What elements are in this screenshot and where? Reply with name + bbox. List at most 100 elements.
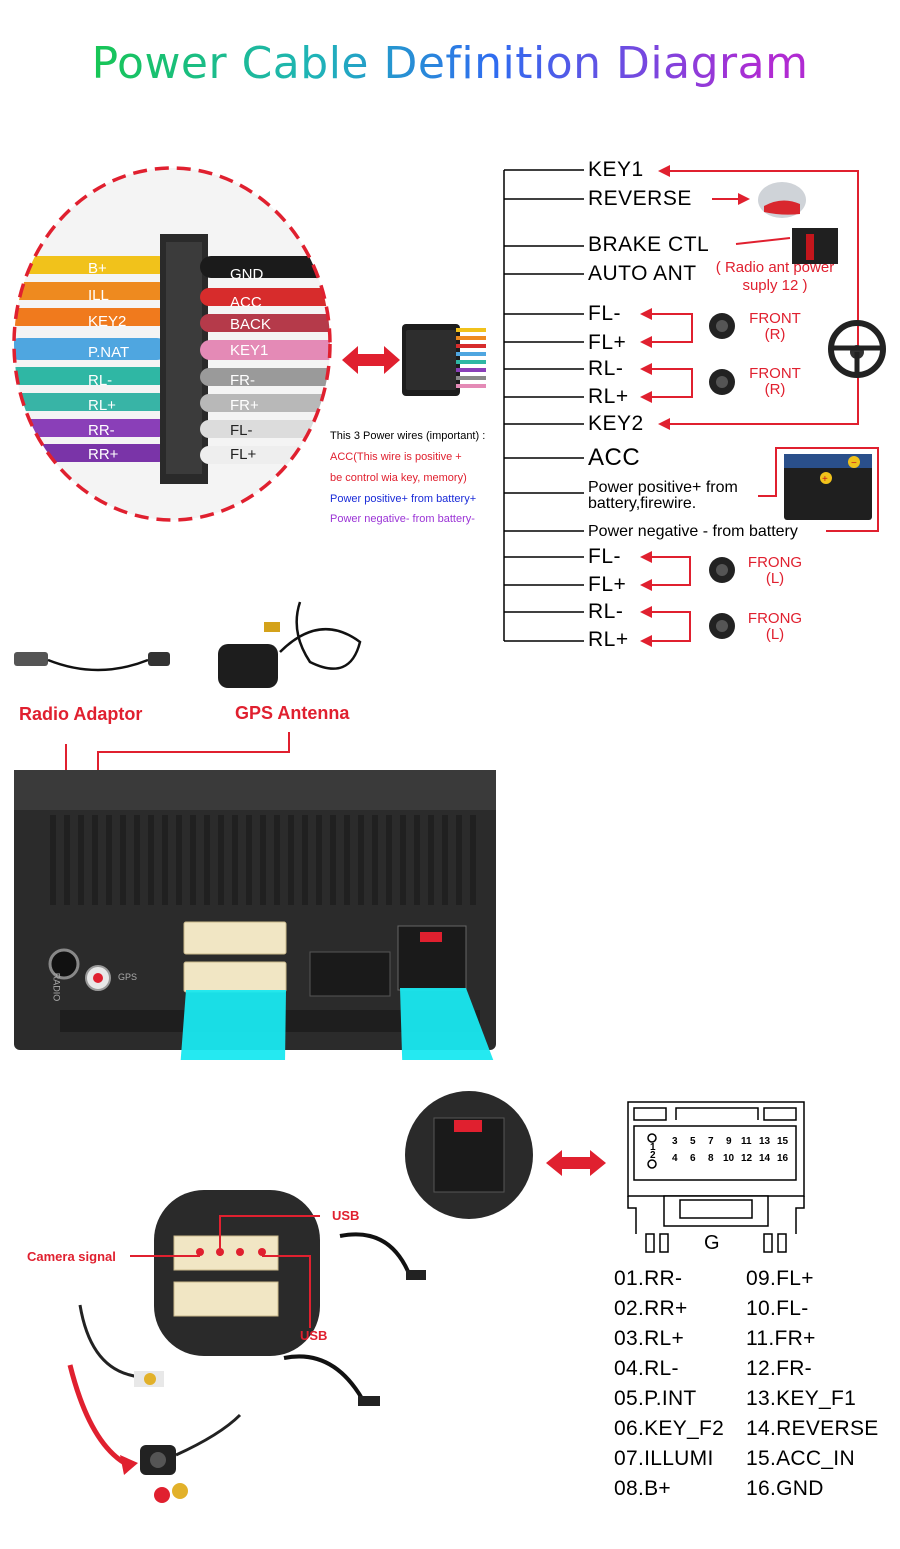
- gps-antenna-image: [210, 592, 370, 697]
- harness-label-back: BACK: [230, 316, 271, 333]
- pin-num-14: 14: [759, 1153, 771, 1164]
- wire-rl-plus-2: RL+: [588, 628, 629, 651]
- speaker-icon-4: [709, 613, 735, 639]
- pin-def-15: 15.ACC_IN: [746, 1447, 855, 1470]
- pin-num-6: 6: [690, 1153, 696, 1164]
- pin-num-1: 1: [650, 1142, 656, 1153]
- harness-label-rl-plus: RL+: [88, 397, 116, 414]
- pin-num-2: 2: [650, 1150, 656, 1161]
- pin-def-03: 03.RL+: [614, 1327, 685, 1350]
- pin-num-8: 8: [708, 1153, 714, 1164]
- pin-def-01: 01.RR-: [614, 1267, 683, 1290]
- gps-antenna-label: GPS Antenna: [235, 703, 350, 723]
- harness-label-rl-minus: RL-: [88, 372, 113, 389]
- harness-label-gnd: GND: [230, 266, 264, 283]
- zoom-leaders: [0, 1200, 360, 1365]
- usb-label-2: USB: [300, 1328, 328, 1343]
- connector-diagram: [624, 1100, 808, 1265]
- car-taillight-icon: [758, 182, 806, 218]
- gps-port-label: GPS: [118, 972, 138, 982]
- note-acc-2: be control wia key, memory): [330, 472, 467, 484]
- double-arrow-icon-2: [546, 1148, 606, 1183]
- pin-num-7: 7: [708, 1136, 714, 1147]
- harness-label-rr-minus: RR-: [88, 422, 115, 439]
- harness-label-fl-minus: FL-: [230, 422, 253, 439]
- harness-label-pnat: P.NAT: [88, 344, 130, 361]
- battery-icon: + −: [784, 454, 872, 520]
- wire-reverse: REVERSE: [588, 187, 692, 210]
- usb-cable-2: [274, 1348, 384, 1417]
- pin-num-5: 5: [690, 1136, 696, 1147]
- pin-def-07: 07.ILLUMI: [614, 1447, 714, 1470]
- pin-num-13: 13: [759, 1136, 771, 1147]
- usb-cable-1: [330, 1226, 430, 1291]
- wire-power-positive: Power positive+ from battery,firewire.: [588, 479, 738, 512]
- speaker-label-front-r-1: FRONT (R): [749, 310, 801, 343]
- note-positive: Power positive+ from battery+: [330, 493, 477, 505]
- harness-closeup: [8, 162, 336, 526]
- speaker-icon-1: [709, 313, 735, 339]
- pin-def-06: 06.KEY_F2: [614, 1417, 725, 1440]
- note-negative: Power negative- from battery-: [330, 513, 475, 525]
- wire-auto-ant: AUTO ANT: [588, 262, 697, 285]
- harness-label-key1: KEY1: [230, 342, 269, 359]
- pin-def-12: 12.FR-: [746, 1357, 812, 1380]
- harness-closeup-graphic: [12, 166, 332, 522]
- pin-def-10: 10.FL-: [746, 1297, 809, 1320]
- harness-label-acc: ACC: [230, 294, 262, 311]
- wire-fl-minus-2: FL-: [588, 545, 621, 568]
- speaker-icon-3: [709, 557, 735, 583]
- wire-rl-minus-2: RL-: [588, 600, 624, 623]
- connector-g-label: G: [704, 1232, 720, 1254]
- wire-fl-plus-2: FL+: [588, 573, 627, 596]
- usb-label-1: USB: [332, 1208, 360, 1223]
- wire-rl-plus-1: RL+: [588, 385, 629, 408]
- radio-port-label: RADIO: [51, 972, 62, 1002]
- steering-wheel-icon: [828, 320, 886, 378]
- pin-list-left: 01.RR- 02.RR+ 03.RL+ 04.RL- 05.P.INT 06.…: [614, 1264, 724, 1504]
- pin-def-16: 16.GND: [746, 1477, 824, 1500]
- harness-label-b-plus: B+: [88, 260, 107, 277]
- harness-label-fl-plus: FL+: [230, 446, 257, 463]
- harness-label-fr-minus: FR-: [230, 372, 255, 389]
- pin-list-right: 09.FL+ 10.FL- 11.FR+ 12.FR- 13.KEY_F1 14…: [746, 1264, 879, 1504]
- wire-fl-minus-1: FL-: [588, 302, 621, 325]
- harness-label-ill: ILL: [88, 287, 109, 304]
- pin-def-05: 05.P.INT: [614, 1387, 697, 1410]
- svg-text:+: +: [822, 474, 828, 485]
- wire-power-negative: Power negative - from battery: [588, 523, 798, 540]
- pin-num-3: 3: [672, 1136, 678, 1147]
- pin-num-16: 16: [777, 1153, 789, 1164]
- pin-def-14: 14.REVERSE: [746, 1417, 879, 1440]
- main-connector-zoom: [154, 1190, 324, 1361]
- harness-label-key2: KEY2: [88, 313, 127, 330]
- wire-fl-plus-1: FL+: [588, 331, 627, 354]
- pin-def-13: 13.KEY_F1: [746, 1387, 857, 1410]
- pin-num-10: 10: [723, 1153, 735, 1164]
- pin-num-9: 9: [726, 1136, 732, 1147]
- aux-connector-zoom: [404, 1090, 534, 1225]
- harness-label-fr-plus: FR+: [230, 397, 259, 414]
- page-title: Power Cable Definition Diagram: [0, 38, 900, 89]
- camera-signal-label: Camera signal: [27, 1249, 116, 1264]
- harness-label-rr-plus: RR+: [88, 446, 119, 463]
- speaker-label-front-r-2: FRONT (R): [749, 365, 801, 398]
- harness-plug: [400, 318, 490, 413]
- radio-adaptor-image: [8, 640, 178, 685]
- camera-cable: [50, 1285, 250, 1530]
- pin-def-09: 09.FL+: [746, 1267, 814, 1290]
- brake-pedal-icon: [792, 228, 838, 264]
- note-title: This 3 Power wires (important) :: [330, 430, 486, 442]
- double-arrow-icon: [342, 344, 400, 381]
- speaker-label-frong-l-2: FRONG (L): [747, 610, 803, 643]
- pin-def-11: 11.FR+: [746, 1327, 816, 1350]
- svg-text:−: −: [851, 458, 857, 469]
- pin-num-12: 12: [741, 1153, 753, 1164]
- auto-ant-note: ( Radio ant power suply 12 ): [715, 259, 835, 294]
- pin-def-04: 04.RL-: [614, 1357, 679, 1380]
- wire-key1: KEY1: [588, 158, 644, 181]
- pin-num-4: 4: [672, 1153, 678, 1164]
- wire-key2: KEY2: [588, 412, 644, 435]
- speaker-icon-2: [709, 369, 735, 395]
- head-unit-back: [0, 720, 900, 1280]
